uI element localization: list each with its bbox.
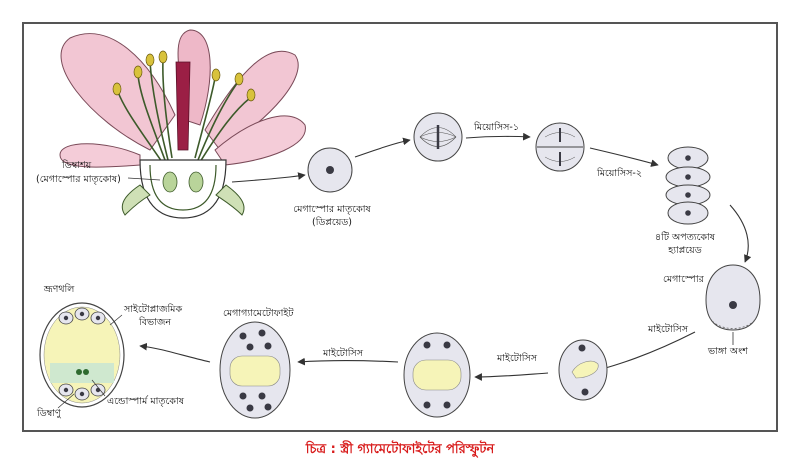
label-mitosis-a: মাইটোসিস	[648, 324, 688, 335]
tetrad-cells	[665, 146, 711, 225]
label-meiosis-2: মিয়োসিস-২	[597, 168, 643, 179]
label-mitosis-b: মাইটোসিস	[497, 353, 537, 364]
label-egg-cell: ডিম্বাণু	[37, 408, 61, 419]
label-endosperm-mother-cell: এন্ডোস্পার্ম মাতৃকোষ	[107, 396, 184, 407]
label-ovary: ডিম্বাশয়	[62, 160, 92, 171]
embryo-sac	[39, 302, 125, 409]
megagametophyte-cell	[219, 321, 291, 419]
label-four-daughter-cells: ৪টি অপত্যকোষ	[654, 232, 716, 243]
label-degenerate-part: ভাঙ্গা অংশ	[708, 346, 748, 357]
flower-illustration	[59, 29, 306, 219]
two-nucleate-cell	[558, 339, 608, 401]
label-haploid: হ্যাপ্লয়েড	[668, 245, 702, 256]
label-embryo-sac: ভ্রূণথলি	[44, 284, 75, 295]
meiosis-dividing-cell	[535, 122, 585, 172]
label-ovary-sub: (মেগাস্পোর মাতৃকোষ)	[36, 174, 121, 185]
four-nucleate-cell	[403, 332, 471, 418]
megaspore-mother-cell	[307, 147, 353, 193]
label-megaspore-mother-cell: মেগাস্পোর মাতৃকোষ	[293, 204, 371, 215]
functional-megaspore	[705, 264, 761, 345]
label-cytoplasmic-division-1: সাইটোপ্লাজমিক	[124, 304, 183, 315]
figure-caption: চিত্র : স্ত্রী গ্যামেটোফাইটের পরিস্ফুটন	[305, 442, 495, 457]
meiosis-spindle-cell	[413, 112, 463, 162]
label-megaspore: মেগাস্পোর	[663, 274, 704, 285]
label-mitosis-c: মাইটোসিস	[323, 348, 363, 359]
label-cytoplasmic-division-2: বিভাজন	[139, 317, 172, 328]
label-diploid: (ডিপ্লয়েড)	[311, 217, 352, 228]
label-meiosis-1: মিয়োসিস-১	[474, 122, 520, 133]
label-megagametophyte: মেগাগ্যামেটোফাইট	[223, 308, 294, 319]
